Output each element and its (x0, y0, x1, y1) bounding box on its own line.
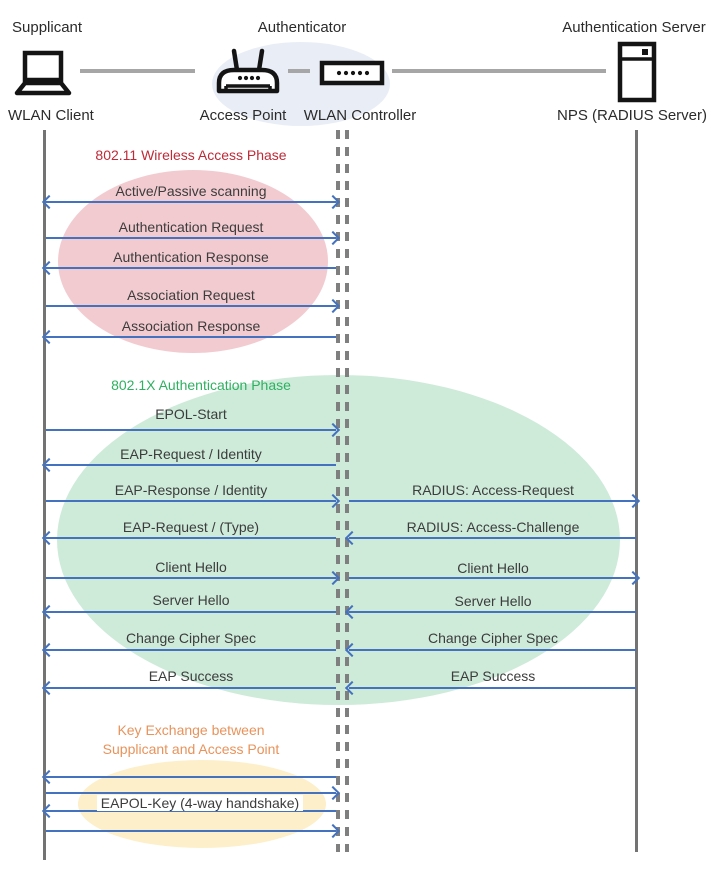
message-label-radius-access-request: RADIUS: Access-Request (412, 482, 574, 498)
message-arrow-eap-request-identity (46, 464, 336, 466)
message-arrow-authentication-request (46, 237, 336, 239)
message-arrow-association-response (46, 336, 336, 338)
device-label-wlan-controller: WLAN Controller (303, 107, 417, 124)
connector-line-ap-controller (288, 69, 310, 73)
message-label-server-hello-left: Server Hello (152, 592, 230, 608)
message-arrow-server-hello-left (46, 611, 336, 613)
role-label-authentication-server: Authentication Server (562, 19, 706, 36)
message-label-association-response: Association Response (121, 318, 261, 334)
lifeline-nps-server (635, 130, 638, 852)
message-label-eap-request-identity: EAP-Request / Identity (120, 446, 262, 462)
message-arrow-client-hello-left (46, 577, 336, 579)
message-label-server-hello-right: Server Hello (454, 593, 532, 609)
server-icon (617, 41, 657, 103)
message-arrow-eapol-key-3 (46, 810, 336, 812)
message-arrow-radius-access-challenge (349, 537, 636, 539)
message-label-epol-start: EPOL-Start (155, 406, 227, 422)
message-label-change-cipher-spec-right: Change Cipher Spec (428, 630, 558, 646)
device-label-access-point: Access Point (199, 107, 287, 124)
message-label-change-cipher-spec-left: Change Cipher Spec (126, 630, 256, 646)
message-arrow-eap-request-type (46, 537, 336, 539)
message-arrow-change-cipher-spec-right (349, 649, 636, 651)
message-arrow-association-request (46, 305, 336, 307)
role-label-authenticator: Authenticator (257, 19, 347, 36)
laptop-icon (14, 50, 72, 96)
message-arrow-radius-access-request (349, 500, 636, 502)
message-label-authentication-request: Authentication Request (118, 219, 264, 235)
message-arrow-epol-start (46, 429, 336, 431)
phase-title-key-exchange-line1: Key Exchange between (117, 722, 265, 738)
message-label-client-hello-right: Client Hello (457, 560, 529, 576)
lifeline-wlan-client (43, 130, 46, 860)
message-label-scanning: Active/Passive scanning (115, 183, 267, 199)
message-label-eap-response-identity: EAP-Response / Identity (114, 482, 268, 498)
message-arrow-authentication-response (46, 267, 336, 269)
message-arrow-change-cipher-spec-left (46, 649, 336, 651)
message-arrow-eapol-key-1 (46, 776, 336, 778)
message-label-eap-success-right: EAP Success (450, 668, 536, 684)
message-label-client-hello-left: Client Hello (155, 559, 227, 575)
message-label-eap-success-left: EAP Success (148, 668, 234, 684)
message-label-eapol-key-text: EAPOL-Key (4-way handshake) (96, 795, 304, 811)
message-label-eap-request-type: EAP-Request / (Type) (122, 519, 260, 535)
message-arrow-eap-response-identity (46, 500, 336, 502)
lifeline-wlan-controller-right (345, 130, 349, 852)
connector-line-controller-server (392, 69, 606, 73)
wlan-controller-icon (319, 60, 385, 86)
phase-title-wireless-access: 802.11 Wireless Access Phase (95, 147, 287, 163)
message-label-radius-access-challenge: RADIUS: Access-Challenge (406, 519, 580, 535)
message-arrow-eapol-key-4 (46, 830, 336, 832)
device-label-wlan-client: WLAN Client (8, 107, 94, 124)
phase-title-key-exchange-line2: Supplicant and Access Point (102, 741, 280, 757)
device-label-nps: NPS (RADIUS Server) (556, 107, 708, 124)
message-arrow-scanning (46, 201, 336, 203)
message-arrow-eap-success-left (46, 687, 336, 689)
message-label-association-request: Association Request (127, 287, 255, 303)
message-arrow-client-hello-right (349, 577, 636, 579)
message-label-eapol-key: EAPOL-Key (4-way handshake) (60, 795, 340, 811)
phase-title-dot1x-authentication: 802.1X Authentication Phase (111, 377, 291, 393)
role-label-supplicant: Supplicant (12, 19, 83, 36)
message-arrow-eap-success-right (349, 687, 636, 689)
message-label-authentication-response: Authentication Response (113, 249, 269, 265)
access-point-icon (216, 48, 280, 94)
connector-line-client-ap (80, 69, 195, 73)
lifeline-wlan-controller-left (336, 130, 340, 852)
message-arrow-server-hello-right (349, 611, 636, 613)
message-arrow-eapol-key-2 (46, 792, 336, 794)
